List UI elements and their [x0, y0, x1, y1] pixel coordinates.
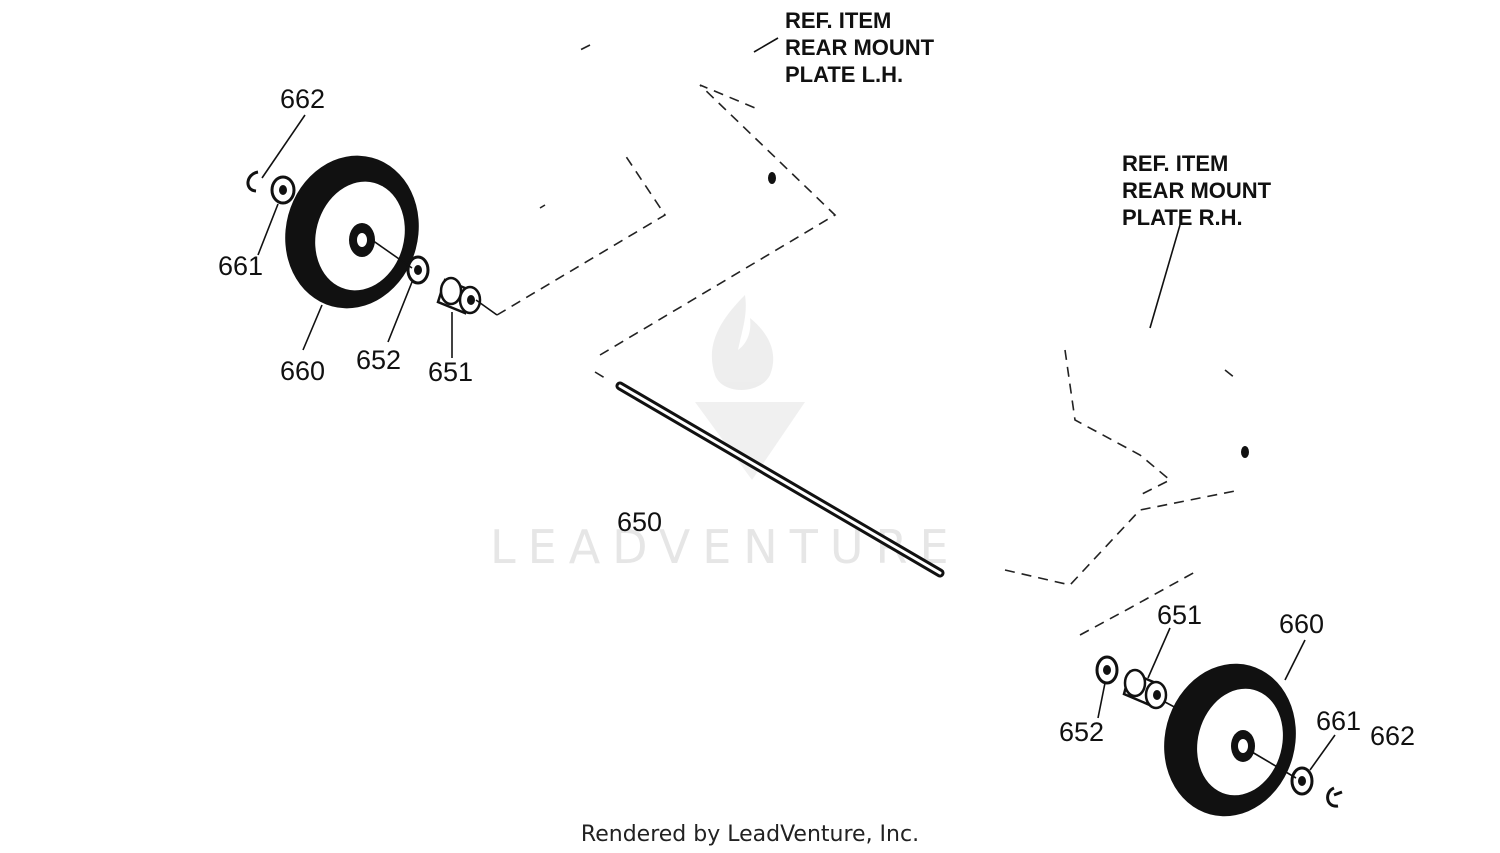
v-logo-icon — [695, 402, 805, 480]
callout-652-right: 652 — [1059, 717, 1104, 747]
bushing-651-right — [1122, 668, 1168, 710]
right-wheel-assembly — [1095, 627, 1343, 817]
bushing-651-left — [436, 276, 482, 315]
ref-label-rh: REF. ITEM REAR MOUNT PLATE R.H. — [1122, 151, 1277, 230]
flame-icon — [711, 295, 774, 390]
e-clip-662-left — [246, 170, 259, 193]
callout-652-left: 652 — [356, 345, 401, 375]
callout-661-left: 661 — [218, 251, 263, 281]
axle-650 — [615, 381, 945, 578]
callout-662-left: 662 — [280, 84, 325, 114]
credit-text: Rendered by LeadVenture, Inc. — [581, 822, 919, 847]
wheel-660-left — [285, 155, 419, 309]
callout-661-right: 661 — [1316, 706, 1361, 736]
rear-mount-plate-lh — [496, 37, 837, 379]
e-clip-662-right — [1326, 786, 1343, 808]
watermark-logo — [695, 295, 805, 480]
callout-662-right: 662 — [1370, 721, 1415, 751]
callout-660-right: 660 — [1279, 609, 1324, 639]
rear-mount-plate-rh — [1004, 224, 1249, 636]
wheel-660-right — [1164, 663, 1296, 817]
callout-650: 650 — [617, 507, 662, 537]
callout-660-left: 660 — [280, 356, 325, 386]
callout-651-left: 651 — [428, 357, 473, 387]
ref-label-lh: REF. ITEM REAR MOUNT PLATE L.H. — [785, 8, 940, 87]
left-wheel-assembly — [246, 114, 498, 358]
callout-651-right: 651 — [1157, 600, 1202, 630]
